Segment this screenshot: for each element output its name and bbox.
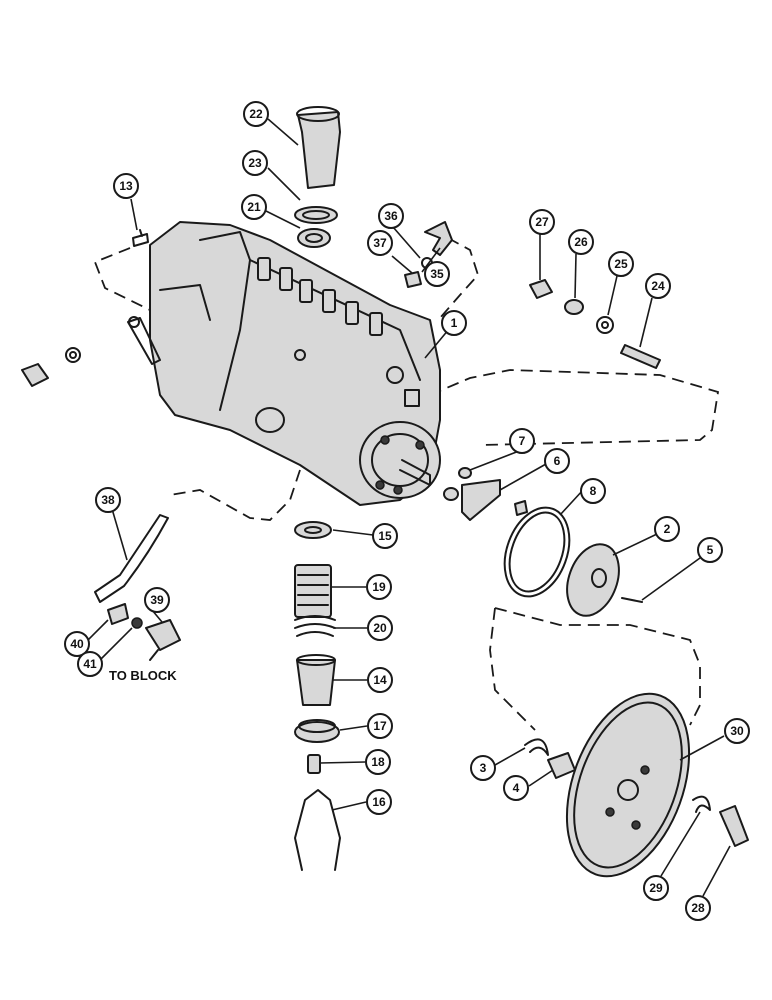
- callout-26: 26: [568, 229, 594, 255]
- leader-lines: [87, 118, 731, 897]
- svg-text:30: 30: [730, 724, 744, 738]
- callout-7: 7: [509, 428, 535, 454]
- svg-text:37: 37: [373, 236, 387, 250]
- svg-text:27: 27: [535, 215, 549, 229]
- svg-text:15: 15: [378, 529, 392, 543]
- callout-17: 17: [367, 713, 393, 739]
- delivery-valves: [257, 257, 383, 336]
- svg-text:22: 22: [249, 107, 263, 121]
- svg-text:24: 24: [651, 279, 665, 293]
- callout-41: 41: [77, 651, 103, 677]
- callout-8: 8: [580, 478, 606, 504]
- callout-23: 23: [242, 150, 268, 176]
- svg-text:13: 13: [119, 179, 133, 193]
- small-parts: [21, 106, 749, 878]
- callout-27: 27: [529, 209, 555, 235]
- callout-15: 15: [372, 523, 398, 549]
- svg-text:19: 19: [372, 580, 386, 594]
- svg-text:14: 14: [373, 673, 387, 687]
- svg-text:6: 6: [554, 454, 561, 468]
- svg-text:17: 17: [373, 719, 387, 733]
- callout-2: 2: [654, 516, 680, 542]
- svg-text:20: 20: [373, 621, 387, 635]
- injection-pump-body: [127, 221, 441, 506]
- callout-25: 25: [608, 251, 634, 277]
- callout-24: 24: [645, 273, 671, 299]
- drive-gear: [565, 692, 691, 878]
- svg-text:35: 35: [430, 267, 444, 281]
- svg-text:4: 4: [513, 781, 520, 795]
- callout-16: 16: [366, 789, 392, 815]
- svg-text:26: 26: [574, 235, 588, 249]
- callout-37: 37: [367, 230, 393, 256]
- callout-29: 29: [643, 875, 669, 901]
- svg-text:25: 25: [614, 257, 628, 271]
- callout-30: 30: [724, 718, 750, 744]
- svg-text:16: 16: [372, 795, 386, 809]
- callout-28: 28: [685, 895, 711, 921]
- callout-3: 3: [470, 755, 496, 781]
- svg-text:21: 21: [247, 200, 261, 214]
- svg-text:18: 18: [371, 755, 385, 769]
- callout-22: 22: [243, 101, 269, 127]
- svg-text:7: 7: [519, 434, 526, 448]
- callout-18: 18: [365, 749, 391, 775]
- to-block-label: TO BLOCK: [109, 668, 177, 683]
- svg-text:3: 3: [480, 761, 487, 775]
- svg-text:1: 1: [451, 316, 458, 330]
- callout-21: 21: [241, 194, 267, 220]
- svg-text:38: 38: [101, 493, 115, 507]
- svg-text:39: 39: [150, 593, 164, 607]
- callout-19: 19: [366, 574, 392, 600]
- callout-5: 5: [697, 537, 723, 563]
- callout-20: 20: [367, 615, 393, 641]
- callout-4: 4: [503, 775, 529, 801]
- callout-38: 38: [95, 487, 121, 513]
- svg-text:23: 23: [248, 156, 262, 170]
- svg-text:36: 36: [384, 209, 398, 223]
- svg-text:28: 28: [691, 901, 705, 915]
- svg-text:29: 29: [649, 881, 663, 895]
- svg-text:40: 40: [70, 637, 84, 651]
- svg-text:2: 2: [664, 522, 671, 536]
- callout-36: 36: [378, 203, 404, 229]
- callout-1: 1: [441, 310, 467, 336]
- callout-6: 6: [544, 448, 570, 474]
- callout-35: 35: [424, 261, 450, 287]
- svg-text:5: 5: [707, 543, 714, 557]
- svg-text:8: 8: [590, 484, 597, 498]
- svg-text:41: 41: [83, 657, 97, 671]
- callout-40: 40: [64, 631, 90, 657]
- callout-39: 39: [144, 587, 170, 613]
- callout-14: 14: [367, 667, 393, 693]
- callout-13: 13: [113, 173, 139, 199]
